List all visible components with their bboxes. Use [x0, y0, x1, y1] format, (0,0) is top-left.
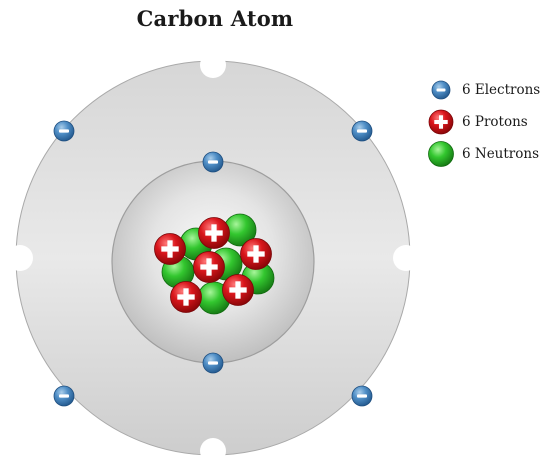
minus-sign-icon — [208, 361, 218, 365]
shell-notch-bottom — [200, 438, 226, 461]
legend-item-neutron: 6 Neutrons — [428, 138, 551, 170]
proton-6 — [170, 281, 202, 313]
legend-proton-marker — [428, 109, 454, 135]
nucleus — [154, 213, 275, 315]
electron-inner-2 — [202, 352, 224, 374]
electron-inner-1 — [202, 151, 224, 173]
legend-label-neutron: 6 Neutrons — [462, 146, 540, 162]
minus-sign-icon — [59, 129, 69, 133]
electron-outer-3 — [53, 385, 75, 407]
plus-sign-icon — [247, 245, 265, 263]
legend: 6 Electrons 6 Protons 6 Neutrons — [428, 74, 551, 170]
plus-sign-icon — [205, 224, 223, 242]
electron-outer-4 — [351, 385, 373, 407]
minus-sign-icon — [357, 129, 367, 133]
neutron-swatch — [428, 141, 454, 167]
page-title: Carbon Atom — [136, 6, 294, 31]
shell-notch-right — [393, 245, 419, 271]
legend-electron-marker — [431, 80, 451, 100]
minus-sign-icon — [208, 160, 218, 164]
shell-notch-left — [7, 245, 33, 271]
carbon-atom-diagram — [7, 52, 419, 461]
legend-item-proton: 6 Protons — [428, 106, 551, 138]
plus-sign-icon — [161, 240, 179, 258]
proton-5 — [222, 274, 254, 306]
minus-sign-icon — [436, 88, 446, 92]
plus-sign-icon — [229, 281, 247, 299]
legend-neutron-marker — [428, 141, 454, 167]
electron-outer-2 — [351, 120, 373, 142]
plus-sign-icon — [200, 258, 218, 276]
proton-swatch — [428, 109, 454, 135]
proton-1 — [198, 217, 230, 249]
minus-sign-icon — [357, 394, 367, 398]
plus-sign-icon — [177, 288, 195, 306]
proton-2 — [154, 233, 186, 265]
proton-3 — [240, 238, 272, 270]
electron-swatch — [428, 77, 454, 103]
legend-label-proton: 6 Protons — [462, 114, 528, 130]
shell-notch-top — [200, 52, 226, 78]
electron-outer-1 — [53, 120, 75, 142]
plus-sign-icon — [434, 115, 448, 129]
electrons-group — [53, 120, 373, 407]
legend-label-electron: 6 Electrons — [462, 82, 541, 98]
legend-item-electron: 6 Electrons — [428, 74, 551, 106]
minus-sign-icon — [59, 394, 69, 398]
proton-4 — [193, 251, 225, 283]
